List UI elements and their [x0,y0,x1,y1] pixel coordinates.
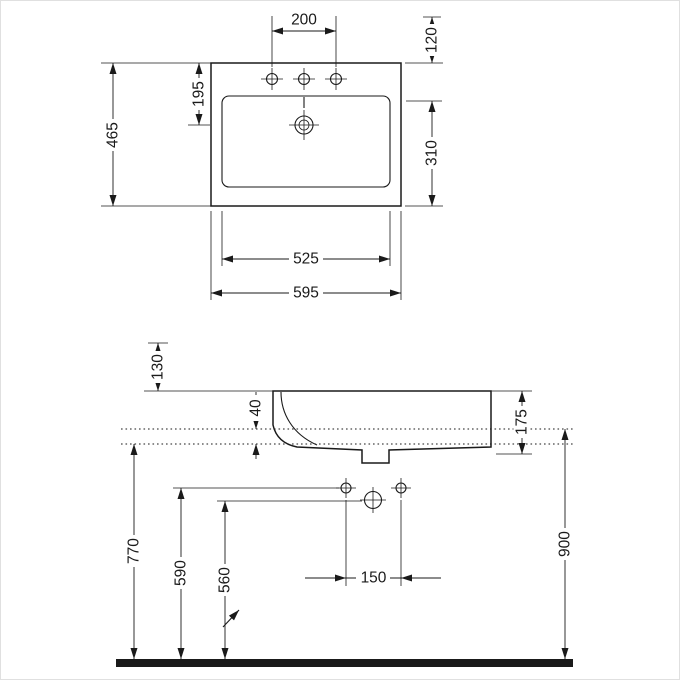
dim-overall-depth-label: 465 [105,122,122,148]
dim-overall-width-label: 595 [293,285,319,302]
dim-above-rim-ref-label: 130 [150,354,167,380]
dim-overall-depth: 465 [104,63,122,206]
dim-supply-spacing: 150 [305,500,441,587]
dim-rear-to-drain-label: 195 [191,81,208,107]
rim-inner-curve [280,391,318,446]
dim-rear-to-taps-label: 120 [424,27,441,53]
dim-apron-height-label: 175 [514,409,531,435]
dim-bowl-width-label: 525 [293,251,319,268]
dim-above-rim-ref: 130 [148,342,168,391]
dim-supply-spacing-label: 150 [361,570,387,587]
dim-apron-height: 175 [496,391,532,455]
dim-rim-ledge-thickness-label: 40 [248,399,265,417]
dim-rear-to-taps: 120 [423,16,441,63]
drain-plan [289,110,319,140]
dim-bowl-to-front-label: 310 [424,140,441,166]
dim-bowl-width: 525 [221,211,391,268]
dim-floor-to-underside: 770 [125,444,143,659]
dim-floor-to-fixing-holes: 590 [172,487,339,659]
elevation-view: 130 40 175 [116,342,574,667]
plan-view: 200 120 465 195 310 [101,12,443,302]
inner-bowl-plan [221,95,391,188]
dim-tap-spacing-label: 200 [291,12,317,29]
floor-line [116,659,573,667]
tap-hole-right [325,68,347,90]
tap-hole-left [261,68,283,90]
dim-floor-to-rim: 900 [556,429,574,659]
basin-profile [272,390,492,464]
dim-floor-to-waste-label: 560 [217,567,234,593]
dim-rear-to-drain: 195 [188,63,210,126]
dim-rim-ledge-thickness: 40 [247,392,265,459]
dim-floor-to-rim-label: 900 [557,531,574,557]
dim-overall-width: 595 [210,211,402,302]
waste-leader-arrow [222,609,240,628]
waste-outlet [360,487,386,513]
supply-valve-right [391,478,411,498]
supply-valve-left [336,478,356,498]
basin-outline-plan [210,62,402,207]
dim-floor-to-underside-label: 770 [126,538,143,564]
dim-bowl-to-front: 310 [406,100,442,206]
dim-floor-to-fixing-holes-label: 590 [173,560,190,586]
tap-hole-center [293,68,315,90]
dim-tap-spacing: 200 [271,12,337,67]
dim-floor-to-waste: 560 [216,500,362,659]
